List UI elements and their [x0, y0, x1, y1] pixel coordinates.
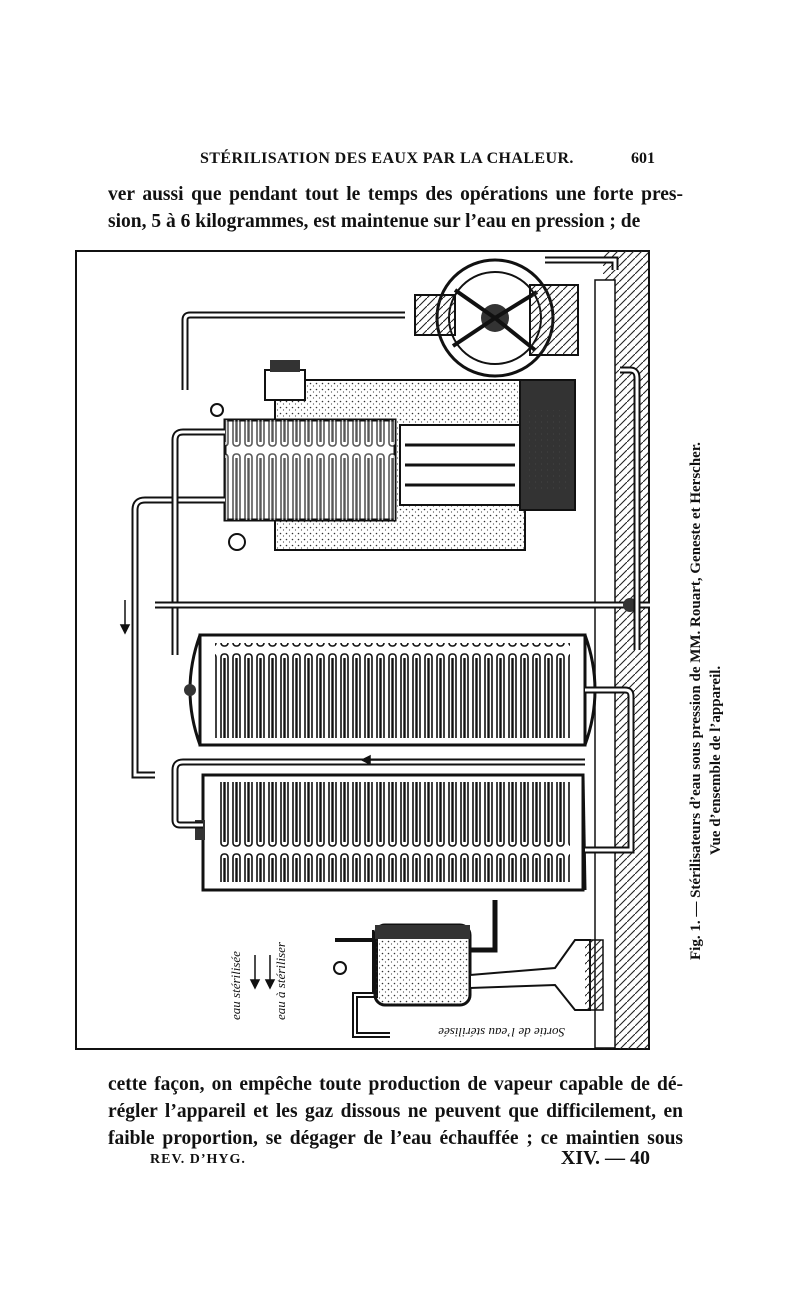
- middle-cylinder: [184, 633, 597, 747]
- small-tank: [333, 900, 498, 1038]
- running-header: STÉRILISATION DES EAUX PAR LA CHALEUR. 6…: [200, 150, 655, 172]
- flywheel-pump: [414, 258, 579, 378]
- label-eau-a-steriliser: eau à stériliser: [273, 941, 288, 1020]
- text-line: sion, 5 à 6 kilogrammes, est maintenue s…: [108, 211, 641, 232]
- paragraph-bottom: cette façon, on empêche toute production…: [108, 1071, 683, 1152]
- lower-cylinder: [195, 773, 587, 892]
- upper-heater: [210, 360, 576, 551]
- figure-sterilizer-apparatus: eau stérilisée eau à stériliser Sortie d…: [75, 250, 650, 1050]
- label-eau-sterilisee: eau stérilisée: [228, 951, 243, 1020]
- page-number: 601: [631, 150, 655, 167]
- running-title: STÉRILISATION DES EAUX PAR LA CHALEUR.: [200, 150, 574, 167]
- label-sortie: Sortie de l’eau stérilisée: [438, 1025, 565, 1040]
- figure-caption: Fig. 1. — Stérilisateurs d’eau sous pres…: [684, 335, 734, 960]
- text-line: ver aussi que pendant tout le temps des …: [108, 184, 683, 205]
- signature-mark: XIV. — 40: [560, 1147, 650, 1169]
- text-line: faible proportion, se dégager de l’eau é…: [108, 1128, 683, 1149]
- caption-line-1: Fig. 1. — Stérilisateurs d’eau sous pres…: [688, 442, 704, 960]
- paragraph-top: ver aussi que pendant tout le temps des …: [108, 181, 683, 235]
- page-footer: REV. D’HYG. XIV. — 40: [150, 1147, 650, 1174]
- text-line: cette façon, on empêche toute production…: [108, 1074, 683, 1095]
- journal-abbrev: REV. D’HYG.: [150, 1152, 246, 1167]
- text-line: régler l’appareil et les gaz dissous ne …: [108, 1101, 683, 1122]
- caption-line-2: Vue d’ensemble de l’appareil.: [708, 665, 724, 855]
- apparatus-engraving: eau stérilisée eau à stériliser Sortie d…: [75, 250, 650, 1050]
- flow-arrows: [119, 600, 390, 990]
